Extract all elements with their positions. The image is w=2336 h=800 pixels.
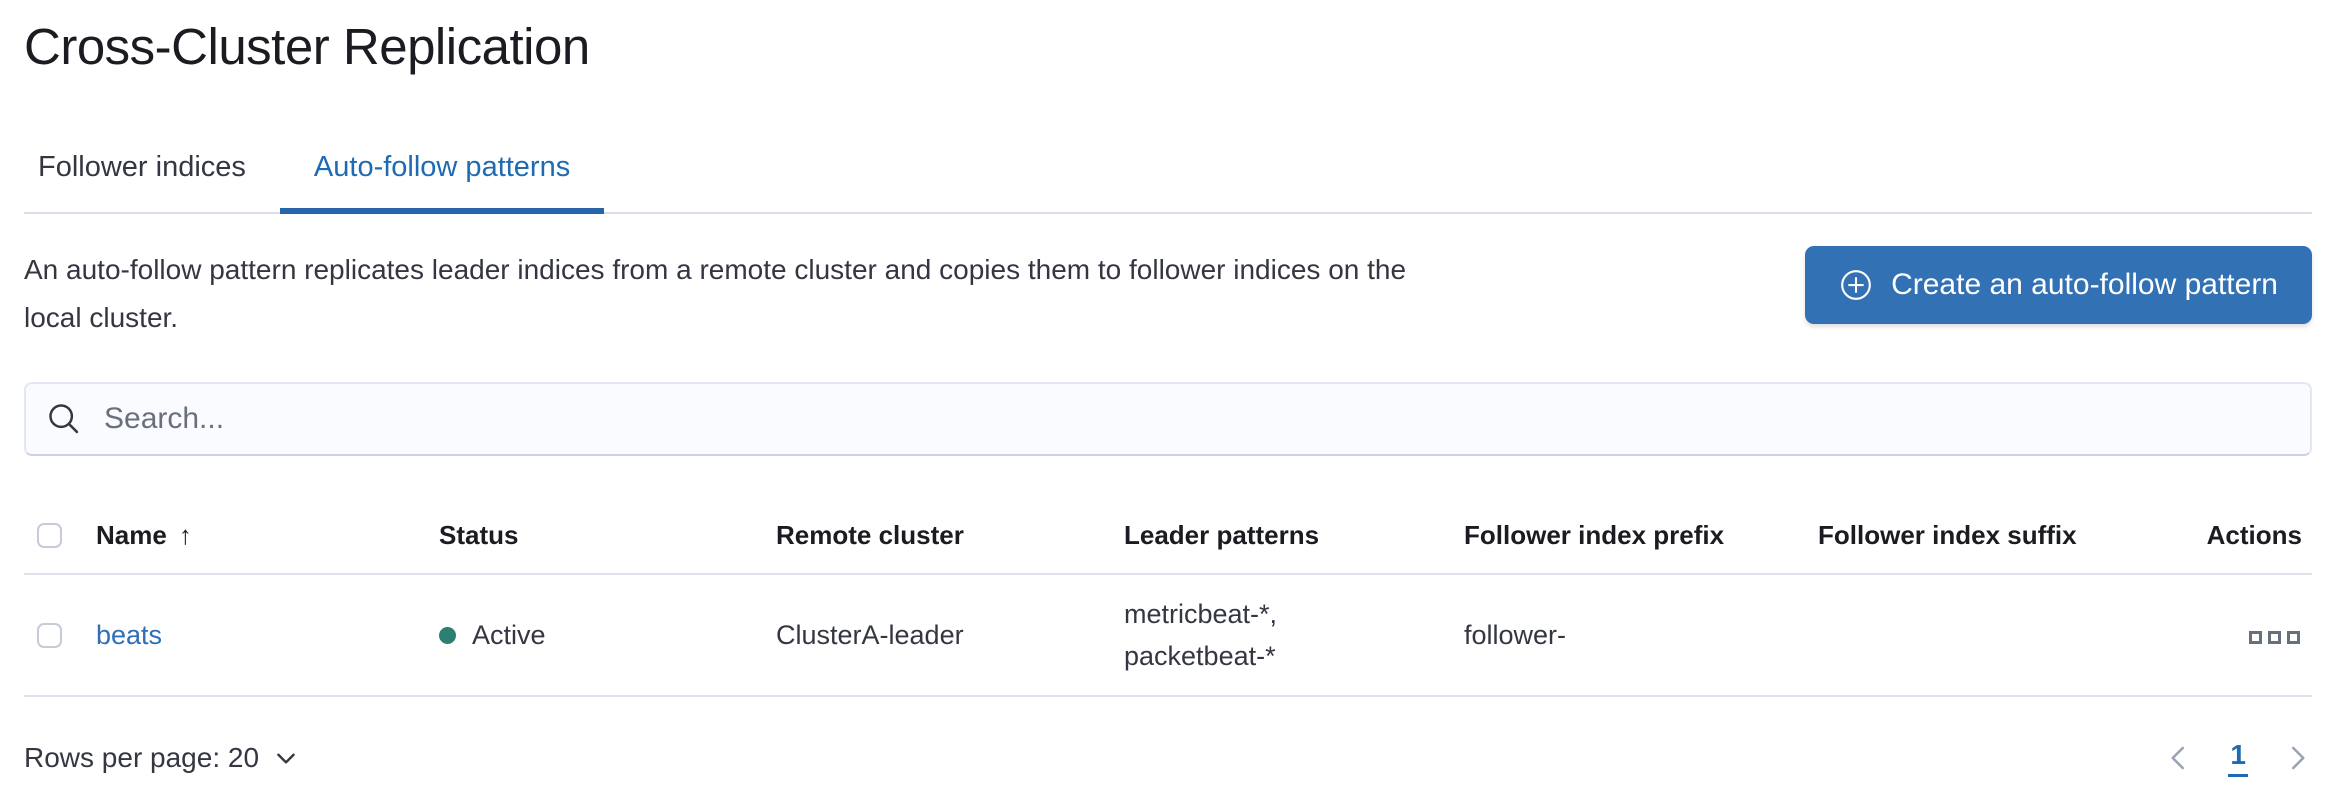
auto-follow-patterns-table: Name ↑ Status Remote cluster Leader patte… xyxy=(24,494,2312,697)
table-row-beats: beats Active ClusterA-leader metricbeat-… xyxy=(24,574,2312,697)
status-active-dot-icon xyxy=(439,626,456,644)
create-auto-follow-pattern-button[interactable]: Create an auto-follow pattern xyxy=(1805,246,2312,324)
chevron-right-icon xyxy=(2292,746,2305,770)
page-description: An auto-follow pattern replicates leader… xyxy=(24,246,1406,342)
leader-pattern-line-2: packetbeat-* xyxy=(1124,641,1276,671)
description-line-2: local cluster. xyxy=(24,302,179,333)
header-row: An auto-follow pattern replicates leader… xyxy=(24,246,2312,342)
page-title: Cross-Cluster Replication xyxy=(24,18,590,75)
plus-in-circle-icon xyxy=(1839,268,1873,302)
cross-cluster-replication-page: Cross-Cluster Replication Follower indic… xyxy=(24,18,2312,777)
leader-patterns-cell: metricbeat-*, packetbeat-* xyxy=(1124,574,1464,697)
rows-per-page-label: Rows per page: 20 xyxy=(24,742,260,773)
tab-follower-indices[interactable]: Follower indices xyxy=(38,151,246,183)
select-all-checkbox[interactable] xyxy=(37,523,62,548)
column-header-follower-index-suffix: Follower index suffix xyxy=(1818,494,2178,575)
column-header-status: Status xyxy=(439,494,776,575)
follower-index-suffix-cell xyxy=(1818,574,2178,697)
search-bar[interactable] xyxy=(24,382,2312,456)
pattern-name-link[interactable]: beats xyxy=(96,619,163,650)
table-header-row: Name ↑ Status Remote cluster Leader patte… xyxy=(24,494,2312,575)
column-header-name-label: Name xyxy=(96,520,167,550)
rows-per-page-selector[interactable]: Rows per page: 20 xyxy=(24,742,299,774)
chevron-left-icon xyxy=(2171,746,2185,770)
search-icon xyxy=(46,401,82,437)
status-label: Active xyxy=(472,619,546,650)
pagination: 1 xyxy=(2164,739,2312,777)
column-header-follower-index-prefix: Follower index prefix xyxy=(1464,494,1818,575)
previous-page-button[interactable] xyxy=(2164,743,2194,773)
description-line-1: An auto-follow pattern replicates leader… xyxy=(24,254,1407,285)
follower-index-prefix-cell: follower- xyxy=(1464,574,1818,697)
tab-auto-follow-patterns[interactable]: Auto-follow patterns xyxy=(279,150,605,214)
sort-ascending-icon: ↑ xyxy=(178,520,192,550)
remote-cluster-cell: ClusterA-leader xyxy=(776,574,1124,697)
next-page-button[interactable] xyxy=(2282,743,2312,773)
row-checkbox[interactable] xyxy=(37,622,62,648)
column-header-leader-patterns: Leader patterns xyxy=(1124,494,1464,575)
column-header-name[interactable]: Name ↑ xyxy=(96,494,439,575)
boxes-horizontal-icon[interactable] xyxy=(2247,627,2302,648)
search-input[interactable] xyxy=(104,402,2290,436)
status-cell: Active xyxy=(439,620,776,651)
page-number-1[interactable]: 1 xyxy=(2228,739,2248,777)
chevron-down-icon xyxy=(273,745,299,771)
column-header-remote-cluster: Remote cluster xyxy=(776,494,1124,575)
tab-bar: Follower indices Auto-follow patterns xyxy=(24,150,2312,214)
table-footer: Rows per page: 20 1 xyxy=(24,739,2312,777)
leader-pattern-line-1: metricbeat-*, xyxy=(1124,599,1278,629)
create-button-label: Create an auto-follow pattern xyxy=(1891,268,2278,301)
column-header-actions: Actions xyxy=(2178,494,2312,575)
